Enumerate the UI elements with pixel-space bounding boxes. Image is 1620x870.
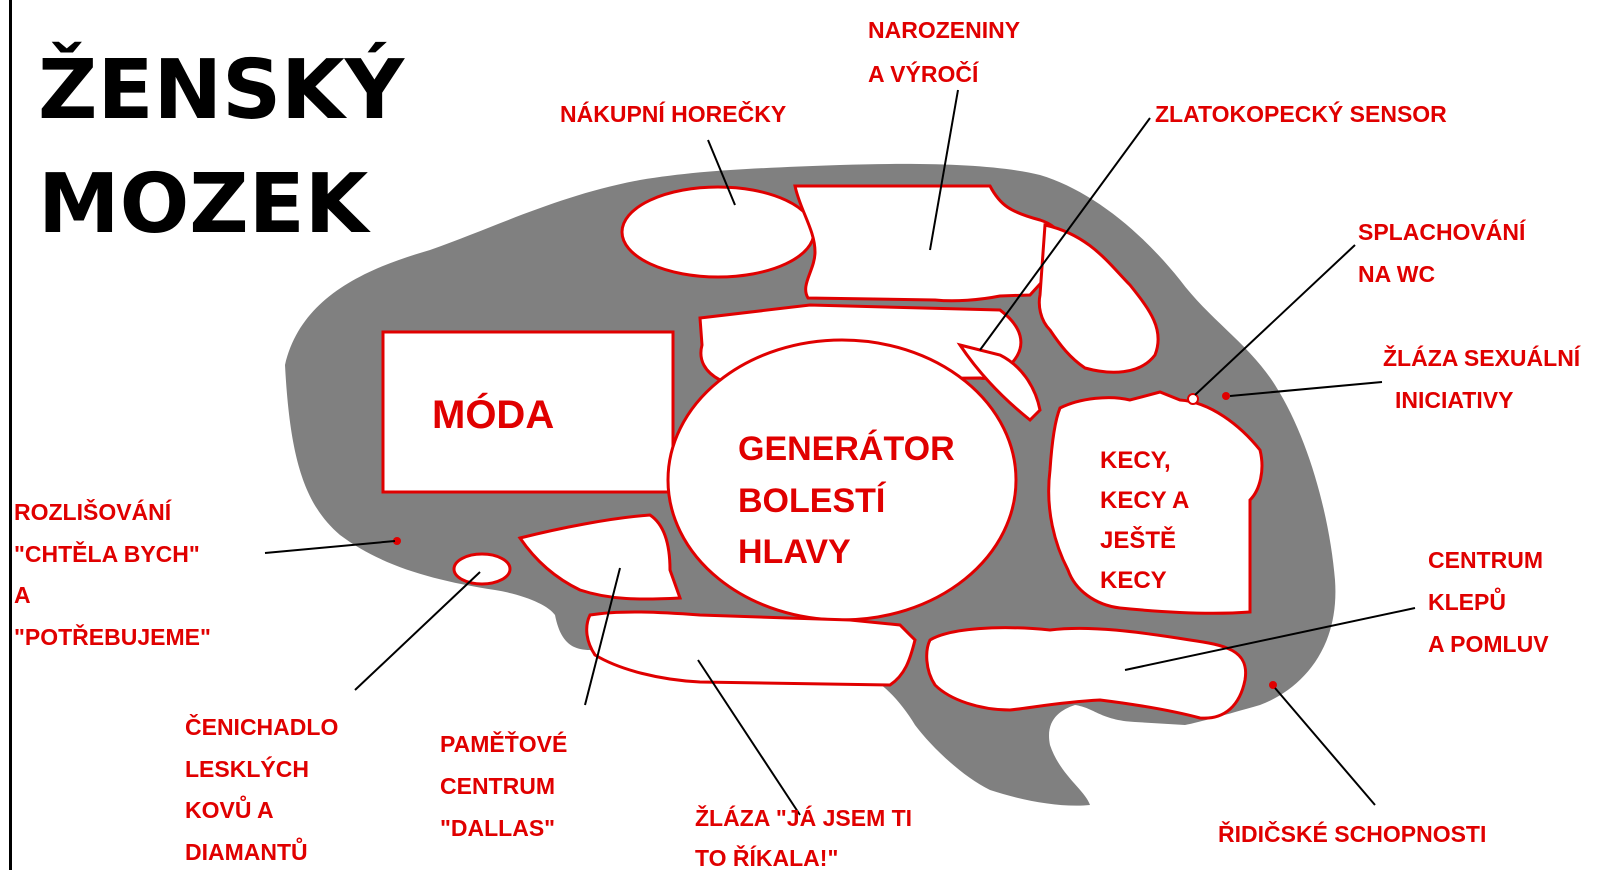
label-kecy-1: KECY, xyxy=(1100,447,1171,474)
region-centrum-klepu xyxy=(925,626,1248,720)
label-generator-3: HLAVY xyxy=(738,533,851,571)
leader-zlaza-sexualni xyxy=(1229,381,1383,397)
region-strip xyxy=(956,342,1042,423)
label-zlaza-sexualni-2: INICIATIVY xyxy=(1395,387,1513,413)
label-rozlisovani-3: A xyxy=(14,582,31,608)
region-kecy xyxy=(1047,390,1264,615)
left-border xyxy=(0,0,12,870)
region-pametove xyxy=(517,513,683,601)
label-pametove-1: PAMĚŤOVÉ xyxy=(440,730,567,757)
label-cenichadlo-3: KOVŮ A xyxy=(185,794,274,823)
label-moda: MÓDA xyxy=(432,391,554,437)
label-pametove-3: "DALLAS" xyxy=(440,815,555,841)
label-centrum-klepu-1: CENTRUM xyxy=(1428,547,1543,573)
dot-ridicske xyxy=(1269,681,1277,689)
label-cenichadlo-4: DIAMANTŮ xyxy=(185,836,308,865)
label-cenichadlo-1: ČENICHADLO xyxy=(185,713,338,740)
label-narozeniny-2: A VÝROČÍ xyxy=(868,60,979,87)
region-generator xyxy=(666,338,1018,622)
label-zlaza-sexualni-1: ŽLÁZA SEXUÁLNÍ xyxy=(1383,344,1581,371)
leader-ridicske xyxy=(1274,687,1376,806)
label-splachovani-1: SPLACHOVÁNÍ xyxy=(1358,218,1526,245)
leader-narozeniny xyxy=(929,89,959,251)
label-generator-2: BOLESTÍ xyxy=(738,482,887,520)
label-ridicske: ŘIDIČSKÉ SCHOPNOSTI xyxy=(1218,820,1486,847)
label-kecy-2: KECY A xyxy=(1100,487,1189,514)
region-zlatokopecky xyxy=(1037,223,1160,374)
region-moda xyxy=(381,330,675,494)
title-line-2: MOZEK xyxy=(38,157,372,252)
label-pametove-2: CENTRUM xyxy=(440,773,555,799)
label-kecy-4: KECY xyxy=(1100,567,1167,594)
leader-cenichadlo xyxy=(354,571,481,691)
dot-splachovani xyxy=(1187,393,1199,405)
label-centrum-klepu-2: KLEPŮ xyxy=(1428,586,1506,615)
label-zlaza-ja-1: ŽLÁZA "JÁ JSEM TI xyxy=(695,804,912,831)
label-narozeniny-1: NAROZENINY xyxy=(868,17,1020,43)
label-nakupni: NÁKUPNÍ HOREČKY xyxy=(560,100,786,127)
dot-zlaza-sexualni xyxy=(1222,392,1230,400)
leader-zlaza-ja xyxy=(697,659,801,816)
leader-centrum-klepu xyxy=(1124,607,1416,671)
region-cenichadlo xyxy=(452,552,512,586)
label-rozlisovani-1: ROZLIŠOVÁNÍ xyxy=(14,498,172,525)
leader-zlatokopecky xyxy=(979,117,1151,351)
title-line-1: ŽENSKÝ xyxy=(38,41,406,138)
label-zlaza-ja-2: TO ŘÍKALA!" xyxy=(695,844,838,870)
label-rozlisovani-2: "CHTĚLA BYCH" xyxy=(14,540,200,567)
dot-rozlisovani xyxy=(393,537,401,545)
region-zlaza-ja xyxy=(585,610,917,687)
region-narozeniny xyxy=(793,184,1064,303)
label-splachovani-2: NA WC xyxy=(1358,261,1435,287)
label-zlatokopecky: ZLATOKOPECKÝ SENSOR xyxy=(1155,100,1447,127)
leader-nakupni xyxy=(707,139,736,206)
leader-pametove xyxy=(584,567,621,706)
label-centrum-klepu-3: A POMLUV xyxy=(1428,631,1549,657)
label-kecy-3: JEŠTĚ xyxy=(1100,526,1176,554)
label-cenichadlo-2: LESKLÝCH xyxy=(185,755,309,782)
label-generator-1: GENERÁTOR xyxy=(738,430,955,468)
leader-rozlisovani xyxy=(264,540,396,554)
leader-splachovani xyxy=(1194,244,1356,396)
label-rozlisovani-4: "POTŘEBUJEME" xyxy=(14,623,211,650)
region-nakupni xyxy=(620,185,816,279)
